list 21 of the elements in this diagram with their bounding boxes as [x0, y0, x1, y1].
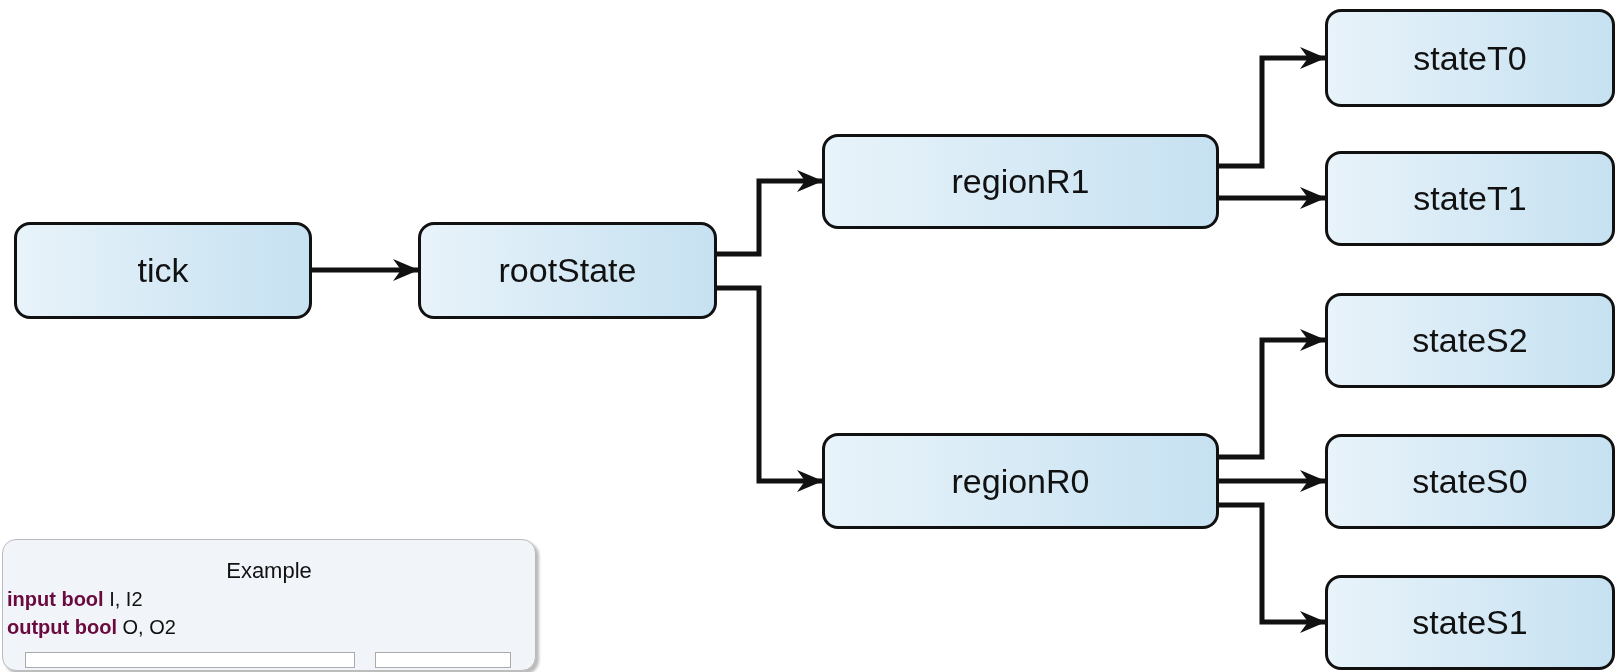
code-line: output bool O, O2	[7, 616, 176, 639]
arrow	[717, 170, 823, 257]
panel-heading: Example	[225, 558, 313, 584]
arrow	[1219, 329, 1326, 460]
state-box: stateS1	[1325, 575, 1615, 670]
arrow	[1219, 502, 1326, 633]
arrow	[1219, 47, 1326, 169]
state-box: regionR1	[822, 134, 1219, 229]
state-box: stateT1	[1325, 151, 1615, 246]
arrow	[1219, 470, 1326, 492]
arrow	[717, 285, 823, 492]
state-box: stateS2	[1325, 293, 1615, 388]
state-box: stateS0	[1325, 434, 1615, 529]
state-box: rootState	[418, 222, 717, 319]
code-line: input bool I, I2	[7, 588, 143, 611]
arrow	[312, 259, 419, 281]
arrow	[1219, 187, 1326, 209]
example-panel	[2, 539, 536, 671]
state-box: regionR0	[822, 433, 1219, 529]
state-box: stateT0	[1325, 9, 1615, 107]
state-box: tick	[14, 222, 312, 319]
